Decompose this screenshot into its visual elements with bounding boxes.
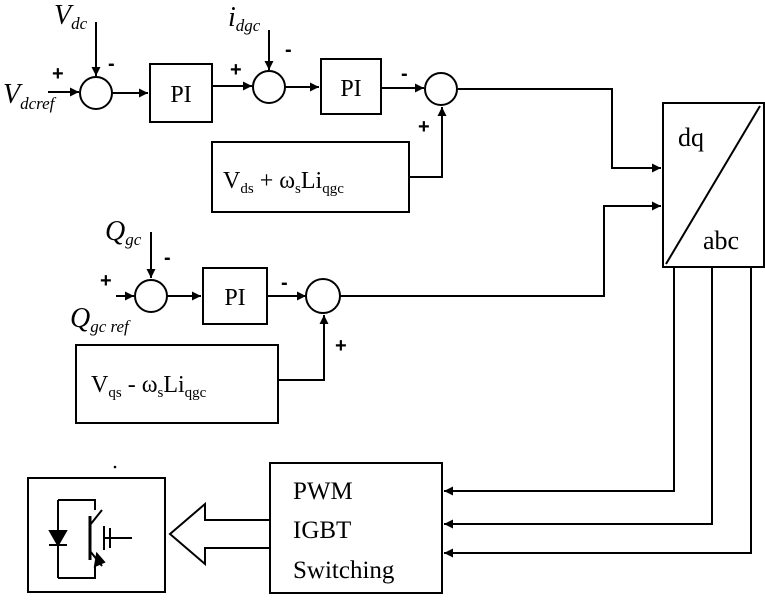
sign-minus-pi3: - (281, 272, 288, 294)
sum-junction-4 (134, 279, 168, 313)
phase-b-line (444, 267, 713, 529)
sign-plus-pi1: + (230, 59, 242, 81)
vqs-expression: Vqs - ωsLiqgc (91, 372, 207, 401)
vds-expression: Vds + ωsLiqgc (223, 168, 344, 197)
pi-block-2 (320, 58, 382, 115)
pwm-line-2: IGBT (293, 517, 351, 544)
phase-a-line (444, 267, 675, 496)
phase-c-line (444, 267, 752, 558)
pi-label-2: PI (340, 76, 361, 102)
stray-dot (113, 465, 117, 469)
sign-minus-vdc: - (108, 53, 115, 75)
dq-abc-transform-block (662, 102, 765, 268)
transform-dq-label: dq (678, 123, 704, 152)
sum3-to-transform-arrow (457, 88, 661, 173)
qgc-label: Qgc (105, 216, 142, 249)
vdc-label: Vdc (54, 0, 88, 33)
sum-junction-1 (79, 76, 113, 110)
igbt-block (27, 477, 166, 593)
pwm-line-1: PWM (293, 478, 353, 505)
sum-junction-5 (305, 278, 341, 314)
igbt-switch-icon (48, 499, 132, 579)
pi-label-3: PI (224, 285, 245, 311)
vdcref-label: Vdcref (3, 79, 57, 113)
sum-junction-3 (424, 72, 458, 106)
idgc-label: idgc (228, 2, 261, 35)
sign-minus-idgc: - (285, 39, 292, 61)
vqs-feedforward-block (75, 344, 279, 424)
sum5-to-transform-arrow (340, 201, 661, 297)
transform-diagonal (665, 105, 761, 265)
sum-junction-2 (252, 70, 286, 104)
vds-to-sum3-arrow (409, 107, 447, 178)
sign-plus-vqs: + (335, 335, 347, 357)
pi-block-1 (149, 63, 213, 123)
sign-plus-qgcref: + (100, 270, 112, 292)
pi-label-1: PI (170, 82, 191, 108)
sign-minus-qgc: - (164, 247, 171, 269)
sign-minus-pi2: - (401, 63, 408, 85)
qgcref-label: Qgc ref (70, 303, 131, 336)
vqs-to-sum5-arrow (278, 315, 329, 381)
sign-plus-vds: + (418, 116, 430, 138)
transform-abc-label: abc (703, 226, 739, 255)
pwm-line-3: Switching (293, 557, 395, 584)
hollow-arrow-icon (168, 501, 271, 567)
sign-plus-vdcref: + (52, 63, 64, 85)
